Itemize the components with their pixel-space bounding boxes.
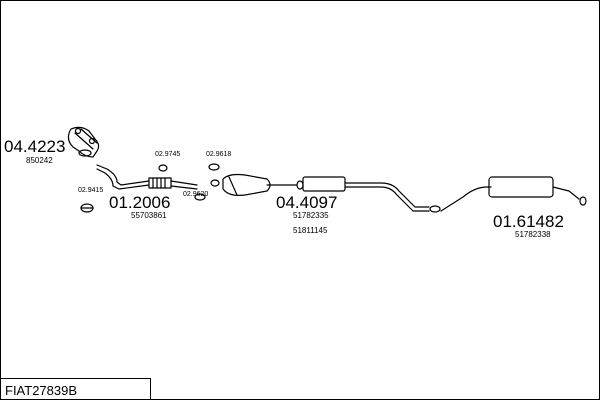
gaskets [80,163,220,213]
clamp-ref-02-9620: 02.9620 [183,191,209,198]
oe-number-51811145: 51811145 [293,226,328,235]
center-pipe-part [222,173,441,213]
rear-silencer-part [440,176,587,212]
oe-number-51782335: 51782335 [293,211,329,220]
gasket-ref-02-9415: 02.9415 [78,187,104,194]
part-ref-04-4223: 04.4223 [4,137,66,156]
catalog-code-box: FIAT27839B [1,378,151,399]
clamp-ref-02-9618: 02.9618 [206,151,232,158]
oe-number-55703861: 55703861 [131,211,167,220]
part-ref-04-4097: 04.4097 [276,193,338,212]
part-ref-01-61482: 01.61482 [493,212,564,231]
clamp-ref-02-9745: 02.9745 [155,151,181,158]
part-ref-01-2006: 01.2006 [109,193,171,212]
front-catalyst-part [67,126,100,158]
catalog-code: FIAT27839B [5,383,78,398]
oe-number-51782338: 51782338 [515,230,551,239]
oe-number-850242: 850242 [26,156,53,165]
front-pipe-part [96,164,198,190]
